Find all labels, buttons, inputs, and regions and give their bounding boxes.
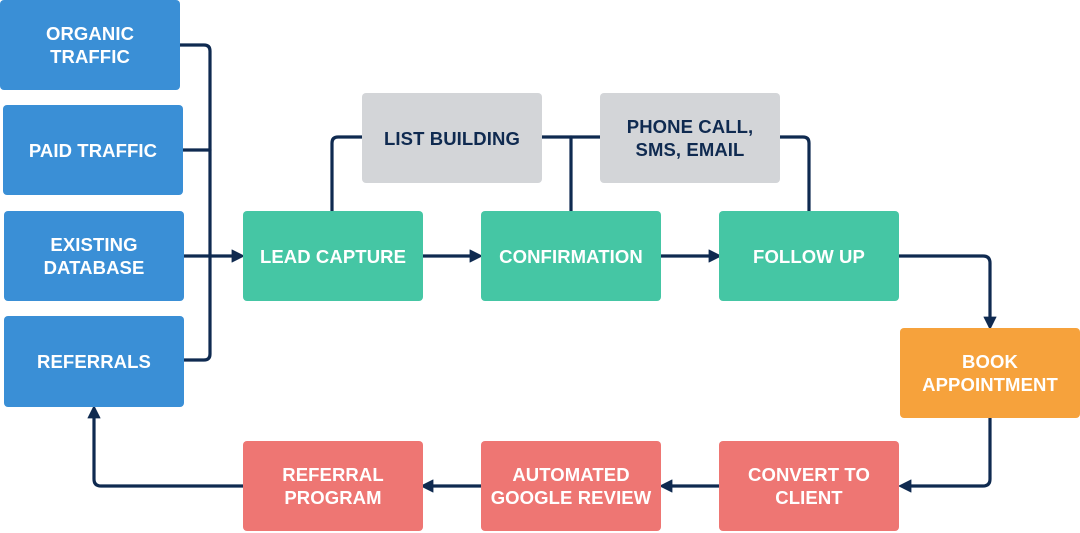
connector-phone-follow: [777, 135, 811, 213]
confirmation-label: CONFIRMATION: [499, 245, 643, 267]
list-building-label: LIST BUILDING: [384, 127, 520, 149]
confirmation-box: CONFIRMATION: [481, 211, 661, 301]
existing-database-label: EXISTING DATABASE: [43, 234, 145, 278]
follow-up-label: FOLLOW UP: [753, 245, 865, 267]
book-appointment-box: BOOK APPOINTMENT: [900, 328, 1080, 418]
automated-google-review-box: AUTOMATED GOOGLE REVIEW: [481, 441, 661, 531]
phone-sms-email-box: PHONE CALL, SMS, EMAIL: [600, 93, 780, 183]
referral-program-box: REFERRAL PROGRAM: [243, 441, 423, 531]
referrals-label: REFERRALS: [37, 351, 151, 372]
organic-traffic-label: ORGANIC TRAFFIC: [45, 23, 135, 67]
arrow-follow-to-book: [897, 254, 997, 331]
book-appointment-label: BOOK APPOINTMENT: [922, 351, 1058, 395]
convert-to-client-box: CONVERT TO CLIENT: [719, 441, 899, 531]
organic-traffic-box: ORGANIC TRAFFIC: [0, 0, 180, 90]
arrow-book-to-convert: [897, 416, 992, 493]
lead-capture-label: LEAD CAPTURE: [259, 245, 407, 267]
connector-organic: [178, 43, 212, 362]
follow-up-box: FOLLOW UP: [719, 211, 899, 301]
referrals-box: REFERRALS: [4, 316, 184, 407]
referral-program-label: REFERRAL PROGRAM: [282, 464, 384, 508]
paid-traffic-label: PAID TRAFFIC: [28, 139, 158, 161]
list-building-box: LIST BUILDING: [362, 93, 542, 183]
arrow-referral-to-sources: [87, 404, 245, 488]
connector-list-building: [330, 135, 364, 213]
phone-sms-email-label: PHONE CALL, SMS, EMAIL: [626, 116, 754, 160]
automated-google-review-label: AUTOMATED GOOGLE REVIEW: [490, 464, 652, 508]
paid-traffic-box: PAID TRAFFIC: [3, 105, 183, 195]
lead-capture-box: LEAD CAPTURE: [243, 211, 423, 301]
existing-database-box: EXISTING DATABASE: [4, 211, 184, 301]
convert-to-client-label: CONVERT TO CLIENT: [748, 464, 870, 508]
